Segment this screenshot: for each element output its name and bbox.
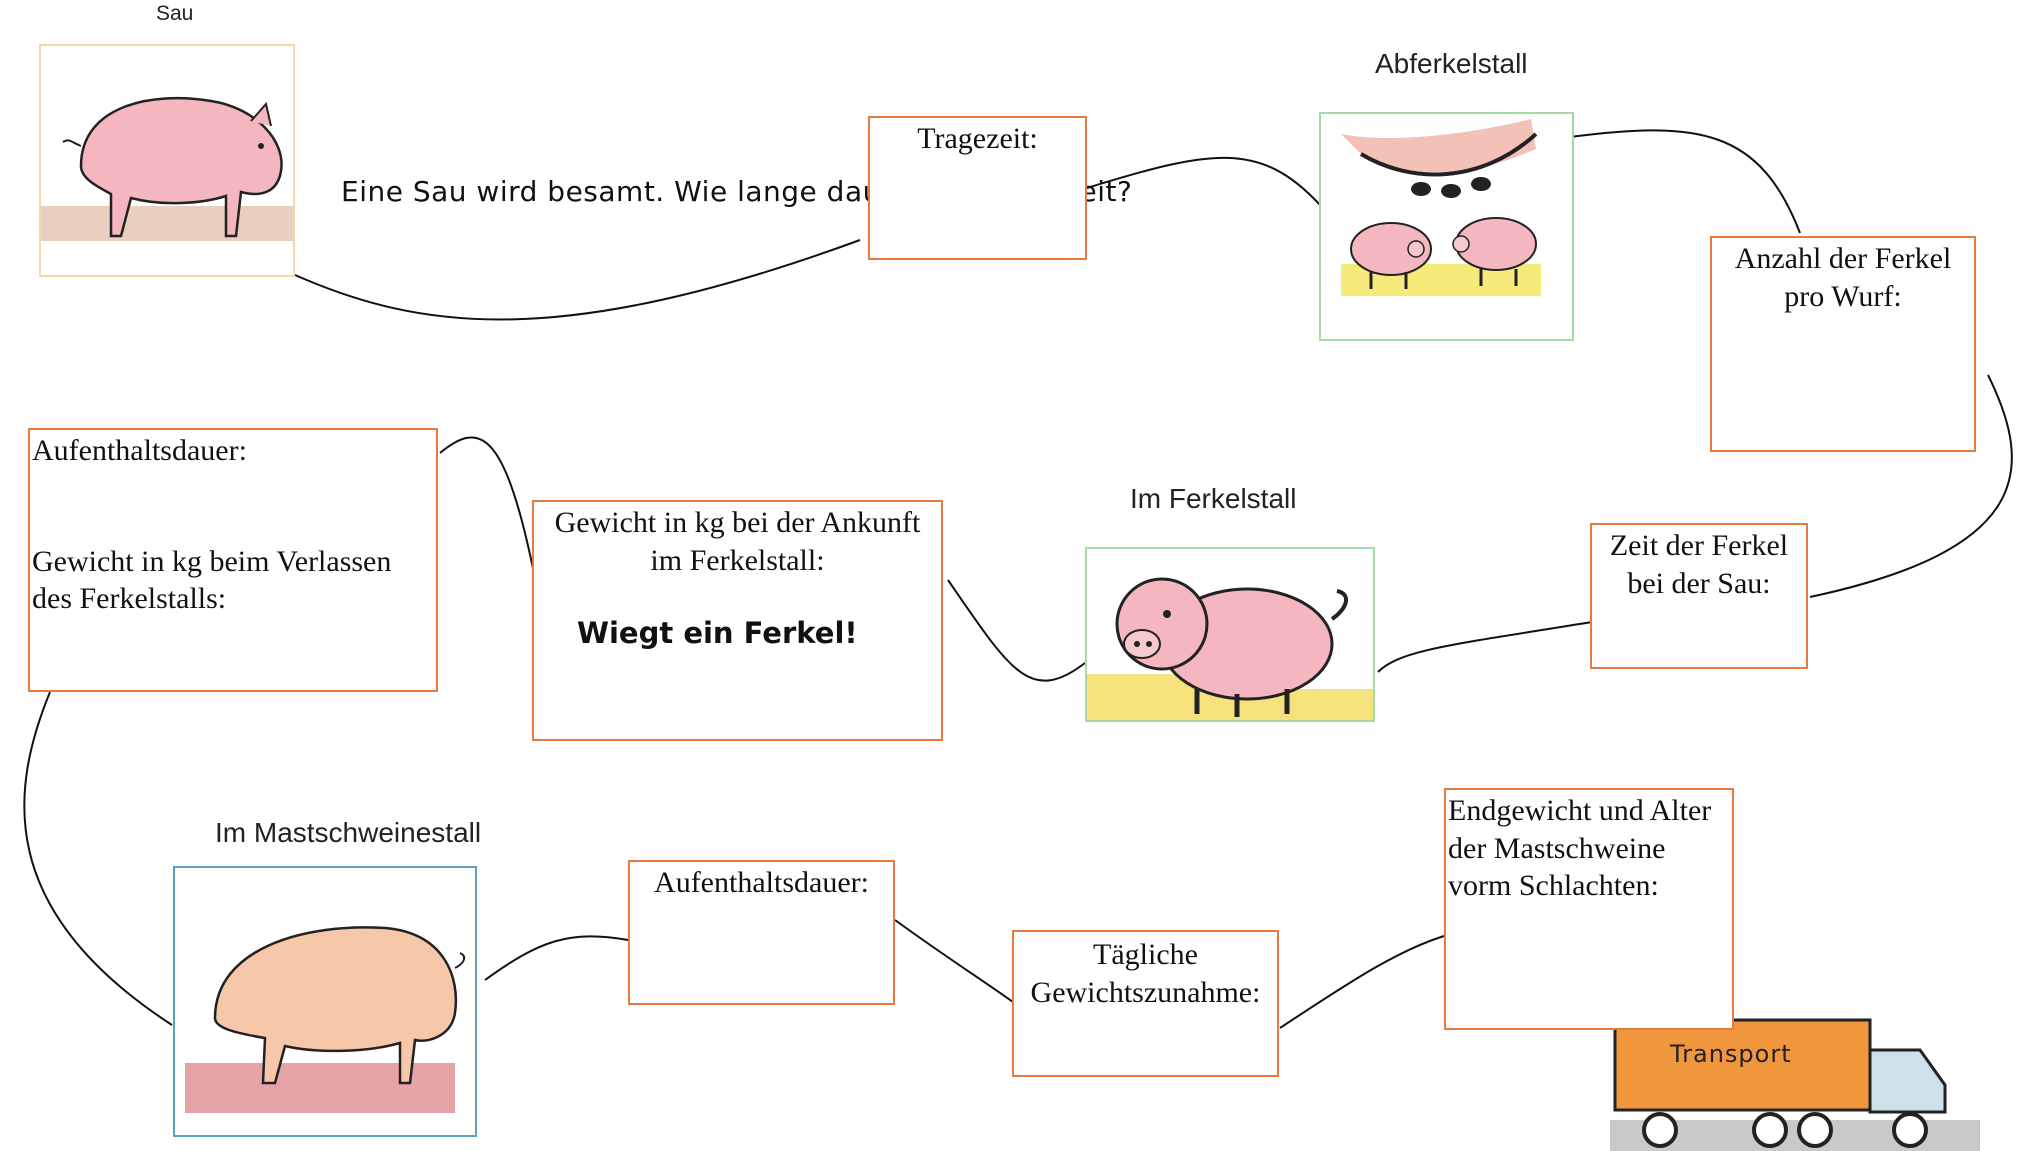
label-wiegt-ferkel: Wiegt ein Ferkel! [577, 616, 858, 650]
connector-zunahme-to-endgewicht [1279, 935, 1445, 1029]
label-zeit-1: Zeit der Ferkel [1609, 529, 1789, 562]
label-verlassen-1: Gewicht in kg beim Verlassen [32, 544, 392, 578]
connector-ankunft-to-aufenthalt [439, 436, 536, 579]
connector-mast-to-aufenthalt2 [484, 935, 629, 981]
label-anzahl-2: pro Wurf: [1784, 279, 1902, 313]
connector-anzahl-to-zeit [1809, 374, 2013, 598]
box-endgewicht: Endgewicht und Alter der Mastschweine vo… [1444, 788, 1734, 1030]
connector-verlassen-to-mast [23, 691, 173, 1026]
sow-icon [41, 96, 293, 241]
label-verlassen-2: des Ferkelstalls: [32, 582, 227, 615]
caption-abferkelstall: Abferkelstall [1375, 48, 1528, 79]
caption-im-mastschweinestall: Im Mastschweinestall [215, 817, 482, 848]
piglet-barn-picture [1085, 547, 1375, 722]
box-gewichtszunahme: Tägliche Gewichtszunahme: [1012, 930, 1279, 1077]
connector-aufenthalt2-to-zunahme [894, 919, 1018, 1006]
piglet-icon [1087, 577, 1373, 720]
fattening-barn-picture [173, 866, 477, 1137]
truck-icon [1610, 1018, 1980, 1151]
label-ankunft-2: im Ferkelstall: [650, 543, 825, 577]
label-zunahme-2: Gewichtszunahme: [1030, 975, 1261, 1009]
sow-picture [39, 44, 295, 277]
box-gewicht-ankunft: Gewicht in kg bei der Ankunft im Ferkels… [532, 500, 943, 741]
label-tragezeit: Tragezeit: [917, 122, 1038, 155]
connector-sow-to-tragezeit [294, 239, 861, 321]
instruction-line-1: Eine Sau wird besamt. [341, 175, 665, 208]
caption-im-ferkelstall: Im Ferkelstall [1130, 483, 1297, 514]
box-mast-aufenthalt: Aufenthaltsdauer: [628, 860, 895, 1005]
box-ferkelstall-aufenthalt: Aufenthaltsdauer: Gewicht in kg beim Ver… [28, 428, 438, 692]
connector-farrowing-to-anzahl [1569, 129, 1801, 234]
box-tragezeit: Tragezeit: [868, 116, 1087, 260]
box-zeit-bei-sau: Zeit der Ferkel bei der Sau: [1590, 523, 1808, 669]
connector-ferkelstall-to-ankunft [947, 579, 1086, 682]
label-endgewicht-2: der Mastschweine [1448, 831, 1666, 865]
label-anzahl-1: Anzahl der Ferkel [1734, 242, 1952, 275]
label-endgewicht-1: Endgewicht und Alter [1448, 794, 1712, 827]
label-zunahme-1: Tägliche [1093, 938, 1198, 971]
sow-with-piglets-icon [1341, 119, 1541, 296]
connector-zeit-to-ferkelstall [1377, 621, 1593, 673]
fattening-pig-icon [185, 926, 466, 1113]
label-ankunft-1: Gewicht in kg bei der Ankunft [554, 506, 921, 539]
label-zeit-2: bei der Sau: [1627, 566, 1771, 600]
transport-truck-picture: Transport [1600, 1000, 1980, 1151]
farrowing-picture [1319, 112, 1574, 341]
caption-sau: Sau [156, 2, 194, 25]
truck-label: Transport [1670, 1040, 1792, 1068]
label-endgewicht-3: vorm Schlachten: [1448, 869, 1659, 902]
label-aufenthalt-2: Aufenthaltsdauer: [654, 866, 869, 899]
label-aufenthalt-1: Aufenthaltsdauer: [32, 434, 247, 467]
box-anzahl-ferkel: Anzahl der Ferkel pro Wurf: [1710, 236, 1976, 452]
